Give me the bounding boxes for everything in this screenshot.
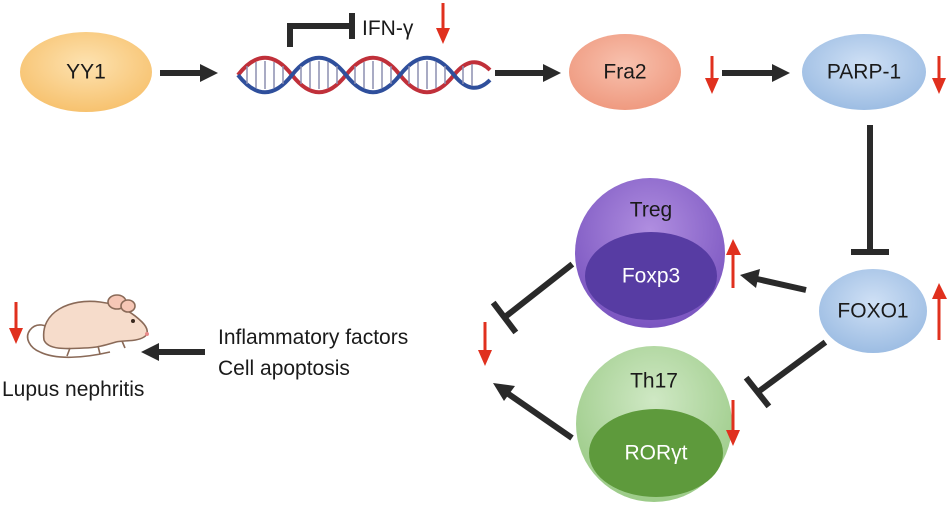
up-arrow-icon xyxy=(726,239,741,288)
down-arrow-icon xyxy=(478,322,492,366)
down-arrow-icon xyxy=(436,3,450,44)
inhibition-parp1-foxo1 xyxy=(851,125,889,255)
fra2-label: Fra2 xyxy=(603,60,647,84)
down-arrow-icon xyxy=(705,56,719,94)
mouse-icon xyxy=(26,294,149,359)
arrow-th17-center xyxy=(493,383,574,441)
parp1-label: PARP-1 xyxy=(826,60,902,84)
fra2-node xyxy=(569,34,681,110)
down-arrow-icon xyxy=(726,400,740,446)
arrow-foxo1-treg xyxy=(740,269,807,293)
rorgt-label: RORγt xyxy=(624,441,688,465)
disease-label: Lupus nephritis xyxy=(2,378,145,401)
treg-label: Treg xyxy=(629,198,673,222)
inhibition-foxo1-th17 xyxy=(743,339,828,409)
yy1-label: YY1 xyxy=(66,60,106,84)
inhibition-treg-center xyxy=(490,261,575,335)
arrow-yy1-dna xyxy=(160,64,218,82)
foxp3-nucleus xyxy=(585,232,717,320)
yy1-node xyxy=(20,32,152,112)
dna-icon xyxy=(236,55,492,95)
ifng-label: IFN-γ xyxy=(362,17,414,40)
th17-cell xyxy=(576,346,732,502)
outcome-cell-apoptosis: Cell apoptosis xyxy=(218,357,350,380)
down-arrow-icon xyxy=(932,56,946,94)
arrow-dna-fra2 xyxy=(495,64,561,82)
arrow-fra2-parp1 xyxy=(722,64,790,82)
foxo1-label: FOXO1 xyxy=(837,299,909,323)
ifng-inhibition-icon xyxy=(287,13,355,47)
outcome-inflammatory-factors: Inflammatory factors xyxy=(218,326,409,349)
th17-label: Th17 xyxy=(630,369,678,393)
foxp3-label: Foxp3 xyxy=(621,264,681,288)
down-arrow-icon xyxy=(9,302,23,344)
foxo1-node xyxy=(819,269,927,353)
rorgt-nucleus xyxy=(589,409,723,497)
arrow-outcome-mouse xyxy=(141,343,205,361)
parp1-node xyxy=(802,34,926,110)
treg-cell xyxy=(575,178,725,328)
up-arrow-icon xyxy=(932,283,947,340)
